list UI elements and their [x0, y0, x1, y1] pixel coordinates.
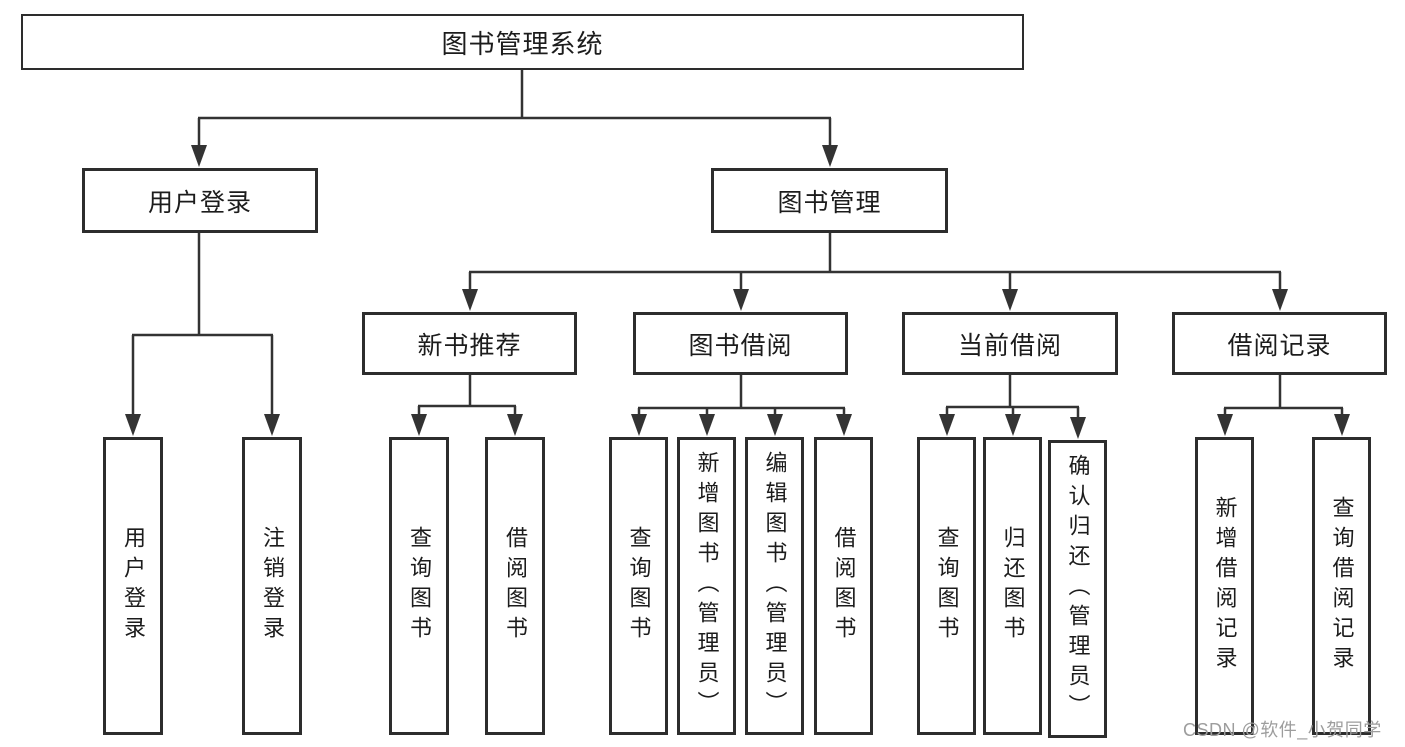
leaf-current-confirm-return-admin: 确认归还（管理员） [1048, 440, 1107, 738]
node-label: 查询图书 [407, 526, 432, 646]
node-label: 当前借阅 [957, 331, 1062, 360]
node-label: 图书管理 [777, 188, 882, 217]
node-label: 确认归还（管理员） [1065, 454, 1091, 724]
node-label: 新增借阅记录 [1212, 496, 1238, 676]
node-label: 借阅图书 [831, 526, 857, 646]
node-root-library-management-system: 图书管理系统 [21, 14, 1024, 70]
node-label: 查询图书 [934, 526, 960, 646]
node-label: 查询图书 [626, 526, 652, 646]
leaf-borrow-add-books-admin: 新增图书（管理员） [677, 437, 736, 735]
leaf-current-return-books: 归还图书 [983, 437, 1042, 735]
node-book-management: 图书管理 [711, 168, 948, 233]
node-user-login: 用户登录 [82, 168, 318, 233]
node-label: 借阅记录 [1227, 331, 1332, 360]
node-label: 编辑图书（管理员） [762, 451, 788, 721]
node-label: 用户登录 [147, 188, 252, 217]
leaf-borrow-query-books: 查询图书 [609, 437, 668, 735]
leaf-records-query-record: 查询借阅记录 [1312, 437, 1371, 735]
leaf-borrow-edit-books-admin: 编辑图书（管理员） [745, 437, 804, 735]
leaf-logout: 注销登录 [242, 437, 302, 735]
leaf-current-query-books: 查询图书 [917, 437, 976, 735]
node-label: 归还图书 [1000, 526, 1026, 646]
node-label: 借阅图书 [503, 526, 528, 646]
node-label: 新增图书（管理员） [694, 451, 720, 721]
node-label: 查询借阅记录 [1329, 496, 1355, 676]
leaf-records-add-record: 新增借阅记录 [1195, 437, 1254, 735]
node-borrowing-records: 借阅记录 [1172, 312, 1387, 375]
leaf-recommend-borrow-books: 借阅图书 [485, 437, 545, 735]
node-current-borrowing: 当前借阅 [902, 312, 1118, 375]
node-label: 注销登录 [260, 526, 285, 646]
node-new-book-recommend: 新书推荐 [362, 312, 577, 375]
leaf-borrow-borrow-books: 借阅图书 [814, 437, 873, 735]
csdn-watermark: CSDN @软件_小贺同学 [1183, 720, 1382, 740]
arrowheads [125, 145, 1350, 439]
node-book-borrowing: 图书借阅 [633, 312, 848, 375]
leaf-user-login: 用户登录 [103, 437, 163, 735]
node-label: 图书借阅 [688, 331, 793, 360]
node-label: 新书推荐 [417, 331, 522, 360]
node-label: 图书管理系统 [441, 28, 604, 59]
node-label: 用户登录 [121, 526, 146, 646]
leaf-recommend-query-books: 查询图书 [389, 437, 449, 735]
